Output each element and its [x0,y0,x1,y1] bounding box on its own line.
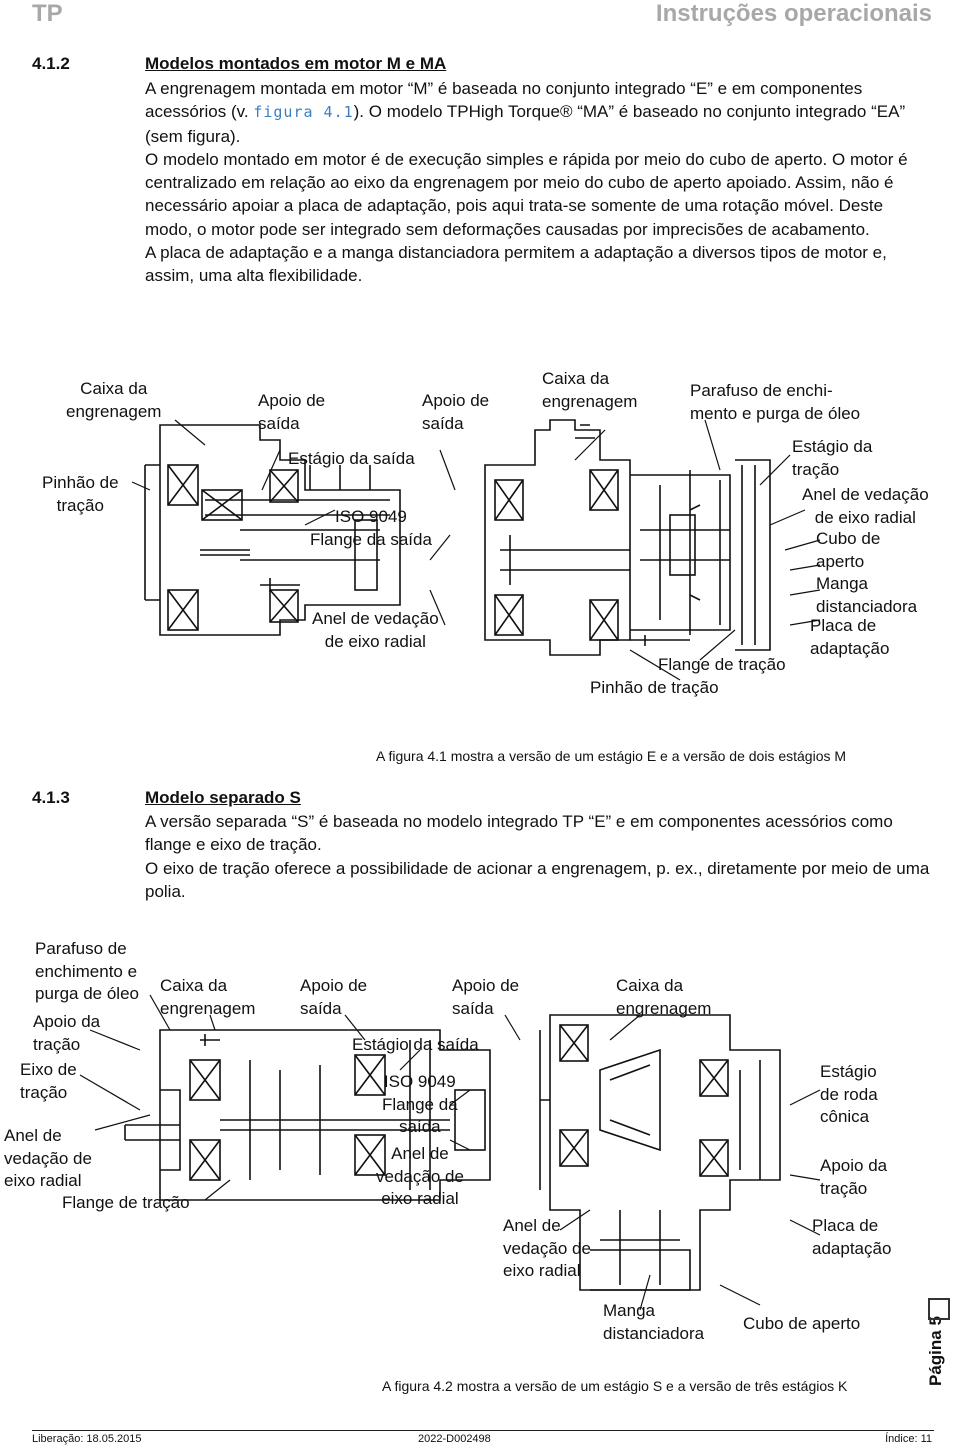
paragraph-413-1: A versão separada “S” é baseada no model… [145,812,893,855]
footer-docnum: 2022-D002498 [418,1433,491,1445]
label-parafuso: Parafuso de enchimento e purga de óleo [35,939,139,1003]
label-iso-flange: ISO 9049 Flange da saída [310,507,432,549]
label-apoio-saida: Apoio de saída [258,391,326,433]
label-estagio-tracao: Estágio da tração [792,437,873,479]
figure-4-1-left-drawing [140,410,450,640]
label-caixa-engrenagem: Caixa da engrenagem [160,976,256,1018]
label-pinhao-tracao: Pinhão de tração [590,678,719,697]
section-number-413: 4.1.3 [32,788,70,807]
figure-4-2-leaders [79,994,821,1311]
footer-release: Liberação: 18.05.2015 [32,1433,142,1445]
paragraph-text: A engrenagem montada em motor “M” é base… [145,79,863,122]
figure-4-1-right-drawing [480,410,800,670]
label-anel-vedacao: Anel de vedação de eixo radial [312,609,439,651]
label-placa: Placa de adaptação [810,616,890,658]
footer-divider [32,1430,934,1431]
paragraph-413-2: O eixo de tração oferece a possibilidade… [145,858,930,901]
label-cubo-aperto: Cubo de aperto [816,529,881,571]
figure-4-2-caption: A figura 4.2 mostra a versão de um estág… [382,1378,848,1394]
label-anel-vedacao: Anel de vedação de eixo radial [4,1126,92,1190]
paragraph-text: ). O modelo TPHigh Torque® “MA” é basead… [145,102,906,146]
section-number-412: 4.1.2 [32,54,70,73]
label-placa: Placa de adaptação [812,1216,892,1258]
section-title-412: Modelos montados em motor M e MA [145,54,447,73]
label-flange-tracao: Flange de tração [658,655,786,674]
figure-4-1-leaders [131,419,821,681]
label-caixa-engrenagem: Caixa da engrenagem [542,369,638,411]
label-caixa-engrenagem: Caixa da engrenagem [66,379,162,421]
paragraph-412-1: A engrenagem montada em motor “M” é base… [145,77,935,148]
section-413-body: A versão separada “S” é baseada no model… [145,810,935,903]
paragraph-412-3: A placa de adaptação e a manga distancia… [145,243,887,286]
label-estagio-saida: Estágio da saída [288,449,415,468]
label-apoio-saida: Apoio de saída [452,976,520,1018]
footer-index: Índice: 11 [885,1433,932,1445]
figure-4-1-caption: A figura 4.1 mostra a versão de um estág… [376,748,847,764]
label-eixo-tracao: Eixo de tração [20,1060,77,1102]
label-apoio-saida: Apoio de saída [300,976,368,1018]
label-anel-vedacao: Anel de vedação de eixo radial [802,485,929,527]
section-title-413: Modelo separado S [145,788,301,807]
figure-link[interactable]: figura 4.1 [253,103,354,122]
section-412-body: A engrenagem montada em motor “M” é base… [145,77,935,288]
paragraph-412-2: O modelo montado em motor é de execução … [145,149,908,239]
label-caixa-engrenagem: Caixa da engrenagem [616,976,712,1018]
label-iso-flange: ISO 9049 Flange da saída [382,1072,458,1136]
page-number-text: Página 5 [926,1316,945,1386]
label-manga: Manga distanciadora [603,1301,705,1343]
label-apoio-saida: Apoio de saída [422,391,490,433]
label-estagio-saida: Estágio da saída [352,1035,479,1054]
logo-icon [928,1298,950,1320]
header-right: Instruções operacionais [655,0,932,27]
label-apoio-tracao: Apoio da tração [33,1012,101,1054]
label-manga: Manga distanciadora [816,574,918,616]
label-anel-vedacao: Anel de vedação de eixo radial [503,1216,591,1280]
label-apoio-tracao: Apoio da tração [820,1156,888,1198]
label-pinhao-tracao: Pinhão de tração [42,473,119,515]
label-cubo-aperto: Cubo de aperto [743,1314,861,1333]
label-flange-tracao: Flange de tração [62,1193,190,1212]
header-left: TP [32,0,63,27]
figure-4-2-right-drawing [500,1010,820,1310]
label-estagio-conica: Estágio de roda cônica [820,1062,878,1126]
figure-4-2-left-drawing [120,1020,500,1210]
label-anel-vedacao: Anel de vedação de eixo radial [376,1144,464,1208]
label-parafuso: Parafuso de enchi- mento e purga de óleo [690,381,861,423]
